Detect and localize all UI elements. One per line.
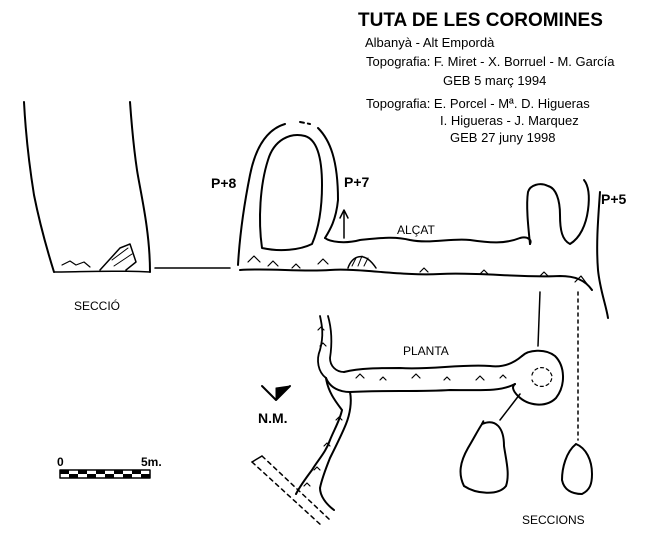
planta-plan	[251, 315, 564, 527]
pit-label-p7: P+7	[344, 174, 370, 190]
pit-label-p5: P+5	[601, 191, 627, 207]
scale-start-label: 0	[57, 455, 64, 469]
scale-bar	[59, 469, 151, 479]
survey-location: Albanyà - Alt Empordà	[365, 35, 495, 50]
alcat-label: ALÇAT	[397, 223, 435, 237]
survey-team-1998-line2: I. Higueras - J. Marquez	[440, 113, 579, 128]
survey-date-1998: GEB 27 juny 1998	[450, 130, 556, 145]
seccions-profiles	[459, 419, 593, 495]
section-ref-line-1	[537, 291, 541, 347]
alcat-profile	[237, 121, 609, 319]
seccio-label: SECCIÓ	[74, 299, 121, 313]
north-arrow-icon	[261, 385, 291, 401]
seccions-label: SECCIONS	[522, 513, 585, 527]
survey-title: TUTA DE LES COROMINES	[358, 10, 603, 31]
seccio-profile	[23, 101, 151, 273]
north-label: N.M.	[258, 410, 288, 426]
pit-label-p8: P+8	[211, 175, 237, 191]
survey-team-1998-line1: Topografia: E. Porcel - Mª. D. Higueras	[366, 96, 590, 111]
survey-team-1994: Topografia: F. Miret - X. Borruel - M. G…	[366, 54, 615, 69]
scale-end-label: 5m.	[141, 455, 162, 469]
survey-date-1994: GEB 5 març 1994	[443, 73, 547, 88]
planta-label: PLANTA	[403, 344, 449, 358]
section-ref-line-3	[499, 393, 521, 421]
